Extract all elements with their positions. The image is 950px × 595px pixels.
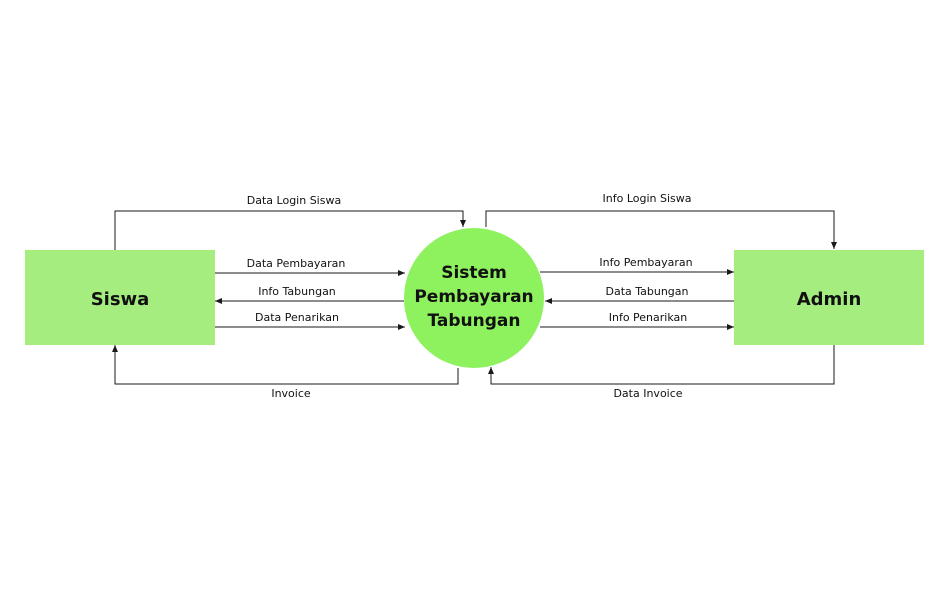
process-circle (404, 228, 544, 368)
flow-invoice-line (112, 345, 459, 385)
process-label-line-1: Sistem (441, 263, 507, 283)
flow-data-invoice: Data Invoice (488, 345, 835, 400)
flow-data-pembayaran: Data Pembayaran (215, 257, 405, 276)
flow-data-penarikan-label: Data Penarikan (255, 311, 339, 324)
flow-info-login-siswa-line (485, 210, 837, 249)
flow-info-tabungan-label: Info Tabungan (258, 285, 336, 298)
flow-data-invoice-label: Data Invoice (613, 387, 682, 400)
flow-invoice: Invoice (112, 345, 459, 400)
flow-info-pembayaran-label: Info Pembayaran (599, 256, 692, 269)
flow-info-penarikan-label: Info Penarikan (609, 311, 688, 324)
flow-invoice-label: Invoice (271, 387, 311, 400)
flow-data-pembayaran-label: Data Pembayaran (247, 257, 346, 270)
entity-admin-label: Admin (797, 289, 862, 310)
entity-siswa-box (25, 250, 215, 345)
flow-info-login-siswa: Info Login Siswa (485, 192, 837, 249)
flow-data-invoice-line (488, 345, 835, 385)
flow-data-tabungan: Data Tabungan (545, 285, 734, 304)
flow-info-tabungan: Info Tabungan (215, 285, 404, 304)
entity-admin-box (734, 250, 924, 345)
process-label-line-3: Tabungan (428, 311, 521, 331)
entity-admin[interactable]: Admin (734, 250, 924, 345)
entity-siswa-label: Siswa (91, 289, 150, 310)
flow-data-login-siswa-line (114, 210, 466, 250)
process-sistem-pembayaran-tabungan[interactable]: Sistem Pembayaran Tabungan (404, 228, 544, 368)
flow-data-login-siswa-label: Data Login Siswa (247, 194, 341, 207)
flow-info-penarikan: Info Penarikan (540, 311, 734, 330)
flow-data-penarikan: Data Penarikan (215, 311, 405, 330)
process-label-line-2: Pembayaran (414, 287, 533, 307)
flow-info-login-siswa-label: Info Login Siswa (603, 192, 692, 205)
flow-data-tabungan-label: Data Tabungan (605, 285, 688, 298)
entity-siswa[interactable]: Siswa (25, 250, 215, 345)
flow-data-login-siswa: Data Login Siswa (114, 194, 466, 250)
flow-info-pembayaran: Info Pembayaran (540, 256, 734, 275)
